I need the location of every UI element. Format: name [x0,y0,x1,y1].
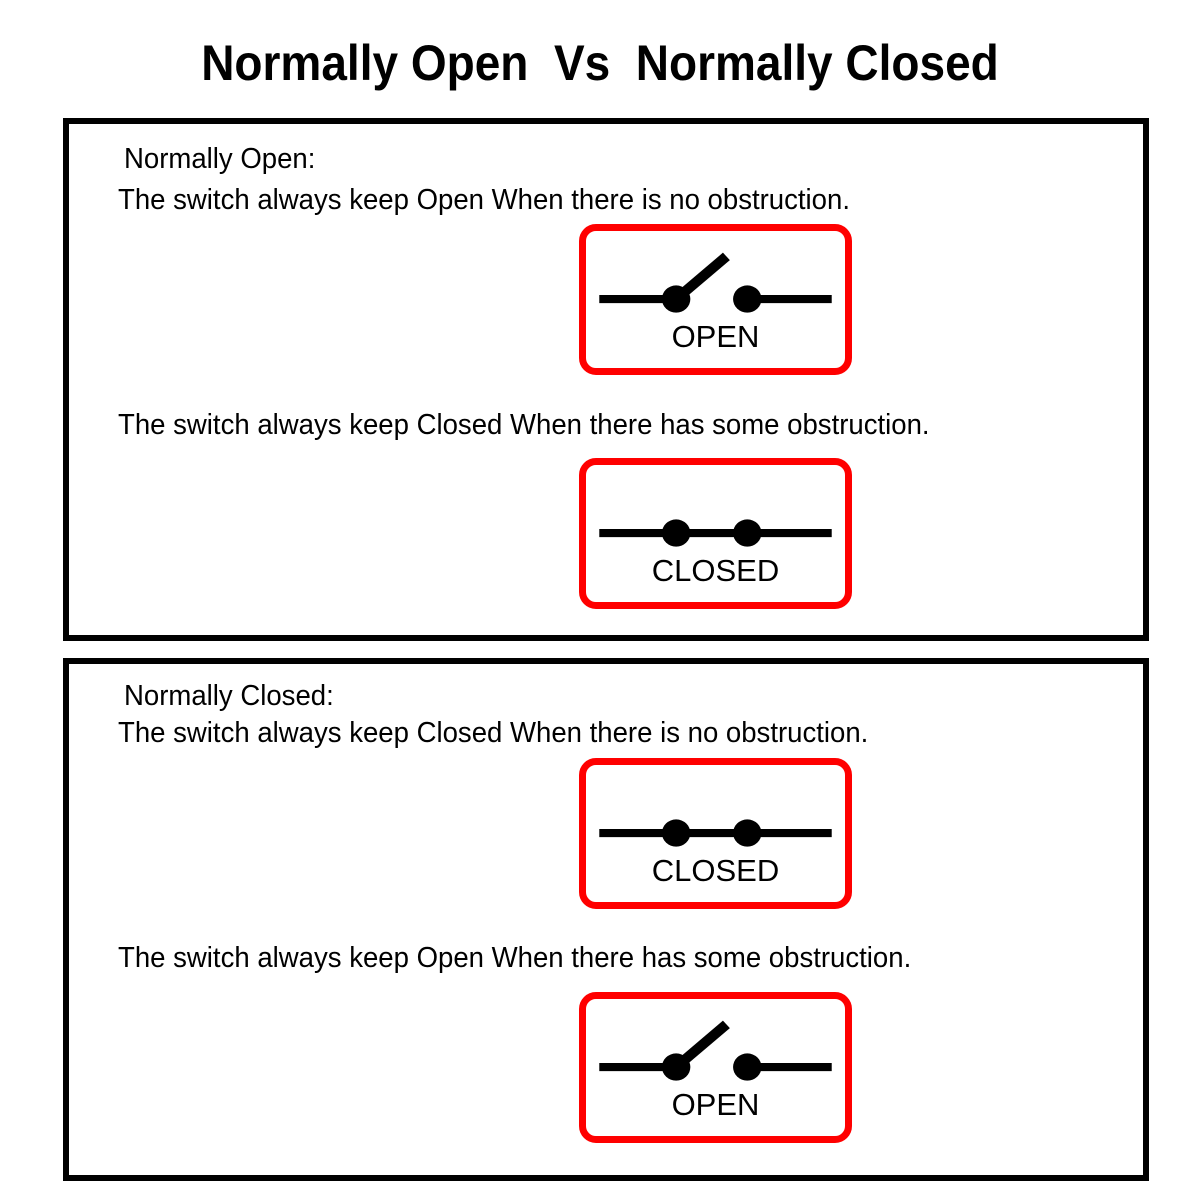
switch-symbol-closed-2: CLOSED [579,758,852,909]
page-title: Normally Open Vs Normally Closed [201,35,999,91]
switch-label-open-2: OPEN [671,1087,760,1122]
switch-label-closed-1: CLOSED [651,553,780,588]
switch-terminal-left [661,819,691,847]
switch-label-closed-2: CLOSED [651,853,780,888]
panel-normally-open: Normally Open: The switch always keep Op… [63,118,1149,641]
normally-open-no-obstruction-text: The switch always keep Open When there i… [118,184,850,216]
switch-open-graphic-1 [599,252,832,313]
normally-closed-no-obstruction-text: The switch always keep Closed When there… [118,717,869,749]
switch-terminal-left [661,519,691,547]
panel-normally-open-content: Normally Open: The switch always keep Op… [69,124,1143,635]
switch-closed-graphic-1 [599,519,832,547]
switch-terminal-right [733,819,762,847]
switch-open-graphic-2 [599,1020,832,1081]
normally-closed-heading: Normally Closed: [124,680,334,712]
panel-normally-closed-content: Normally Closed: The switch always keep … [69,664,1143,1175]
switch-symbol-open-2: OPEN [579,992,852,1143]
switch-closed-graphic-2 [599,819,832,847]
normally-closed-with-obstruction-text: The switch always keep Open When there h… [118,942,912,974]
switch-terminal-left [661,1053,691,1081]
switch-symbol-open-1: OPEN [579,224,852,375]
switch-terminal-right [733,519,762,547]
switch-symbol-closed-1: CLOSED [579,458,852,609]
switch-label-open-1: OPEN [671,319,760,354]
switch-terminal-right [733,285,762,313]
normally-open-with-obstruction-text: The switch always keep Closed When there… [118,409,930,441]
switch-terminal-left [661,285,691,313]
panel-normally-closed: Normally Closed: The switch always keep … [63,658,1149,1181]
normally-open-heading: Normally Open: [124,143,316,175]
switch-terminal-right [733,1053,762,1081]
